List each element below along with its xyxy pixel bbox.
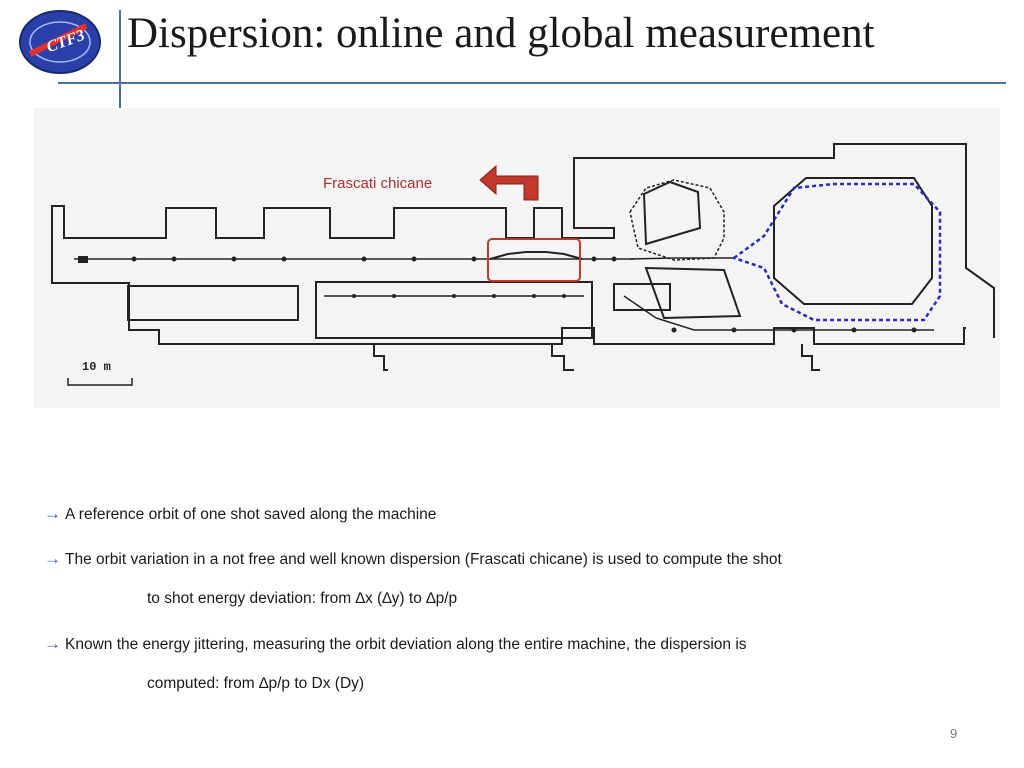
title-horizontal-rule bbox=[58, 82, 1006, 84]
bullet-item: →A reference orbit of one shot saved alo… bbox=[44, 504, 436, 524]
diagram-background bbox=[34, 108, 1000, 408]
bullet-text: The orbit variation in a not free and we… bbox=[65, 551, 782, 568]
ctf3-logo: CTF3 bbox=[19, 10, 101, 74]
arrow-icon: → bbox=[44, 549, 61, 568]
bullet-item: →Known the energy jittering, measuring t… bbox=[44, 634, 747, 654]
page-number: 9 bbox=[950, 726, 958, 741]
bullet-continuation: computed: from ∆p/p to Dx (Dy) bbox=[147, 675, 365, 692]
svg-text:10 m: 10 m bbox=[82, 360, 111, 374]
frascati-chicane-label: Frascati chicane bbox=[323, 175, 433, 192]
bullet-text: A reference orbit of one shot saved alon… bbox=[65, 506, 437, 523]
bullet-item: →The orbit variation in a not free and w… bbox=[44, 549, 782, 569]
accelerator-layout-diagram: 10 m bbox=[51, 143, 995, 386]
arrow-icon: → bbox=[44, 504, 61, 523]
arrow-icon: → bbox=[44, 634, 61, 653]
slide-title: Dispersion: online and global measuremen… bbox=[127, 10, 875, 57]
title-vertical-rule bbox=[119, 10, 121, 108]
bullet-text: Known the energy jittering, measuring th… bbox=[65, 636, 747, 653]
bullet-continuation: to shot energy deviation: from ∆x (∆y) t… bbox=[147, 590, 458, 607]
